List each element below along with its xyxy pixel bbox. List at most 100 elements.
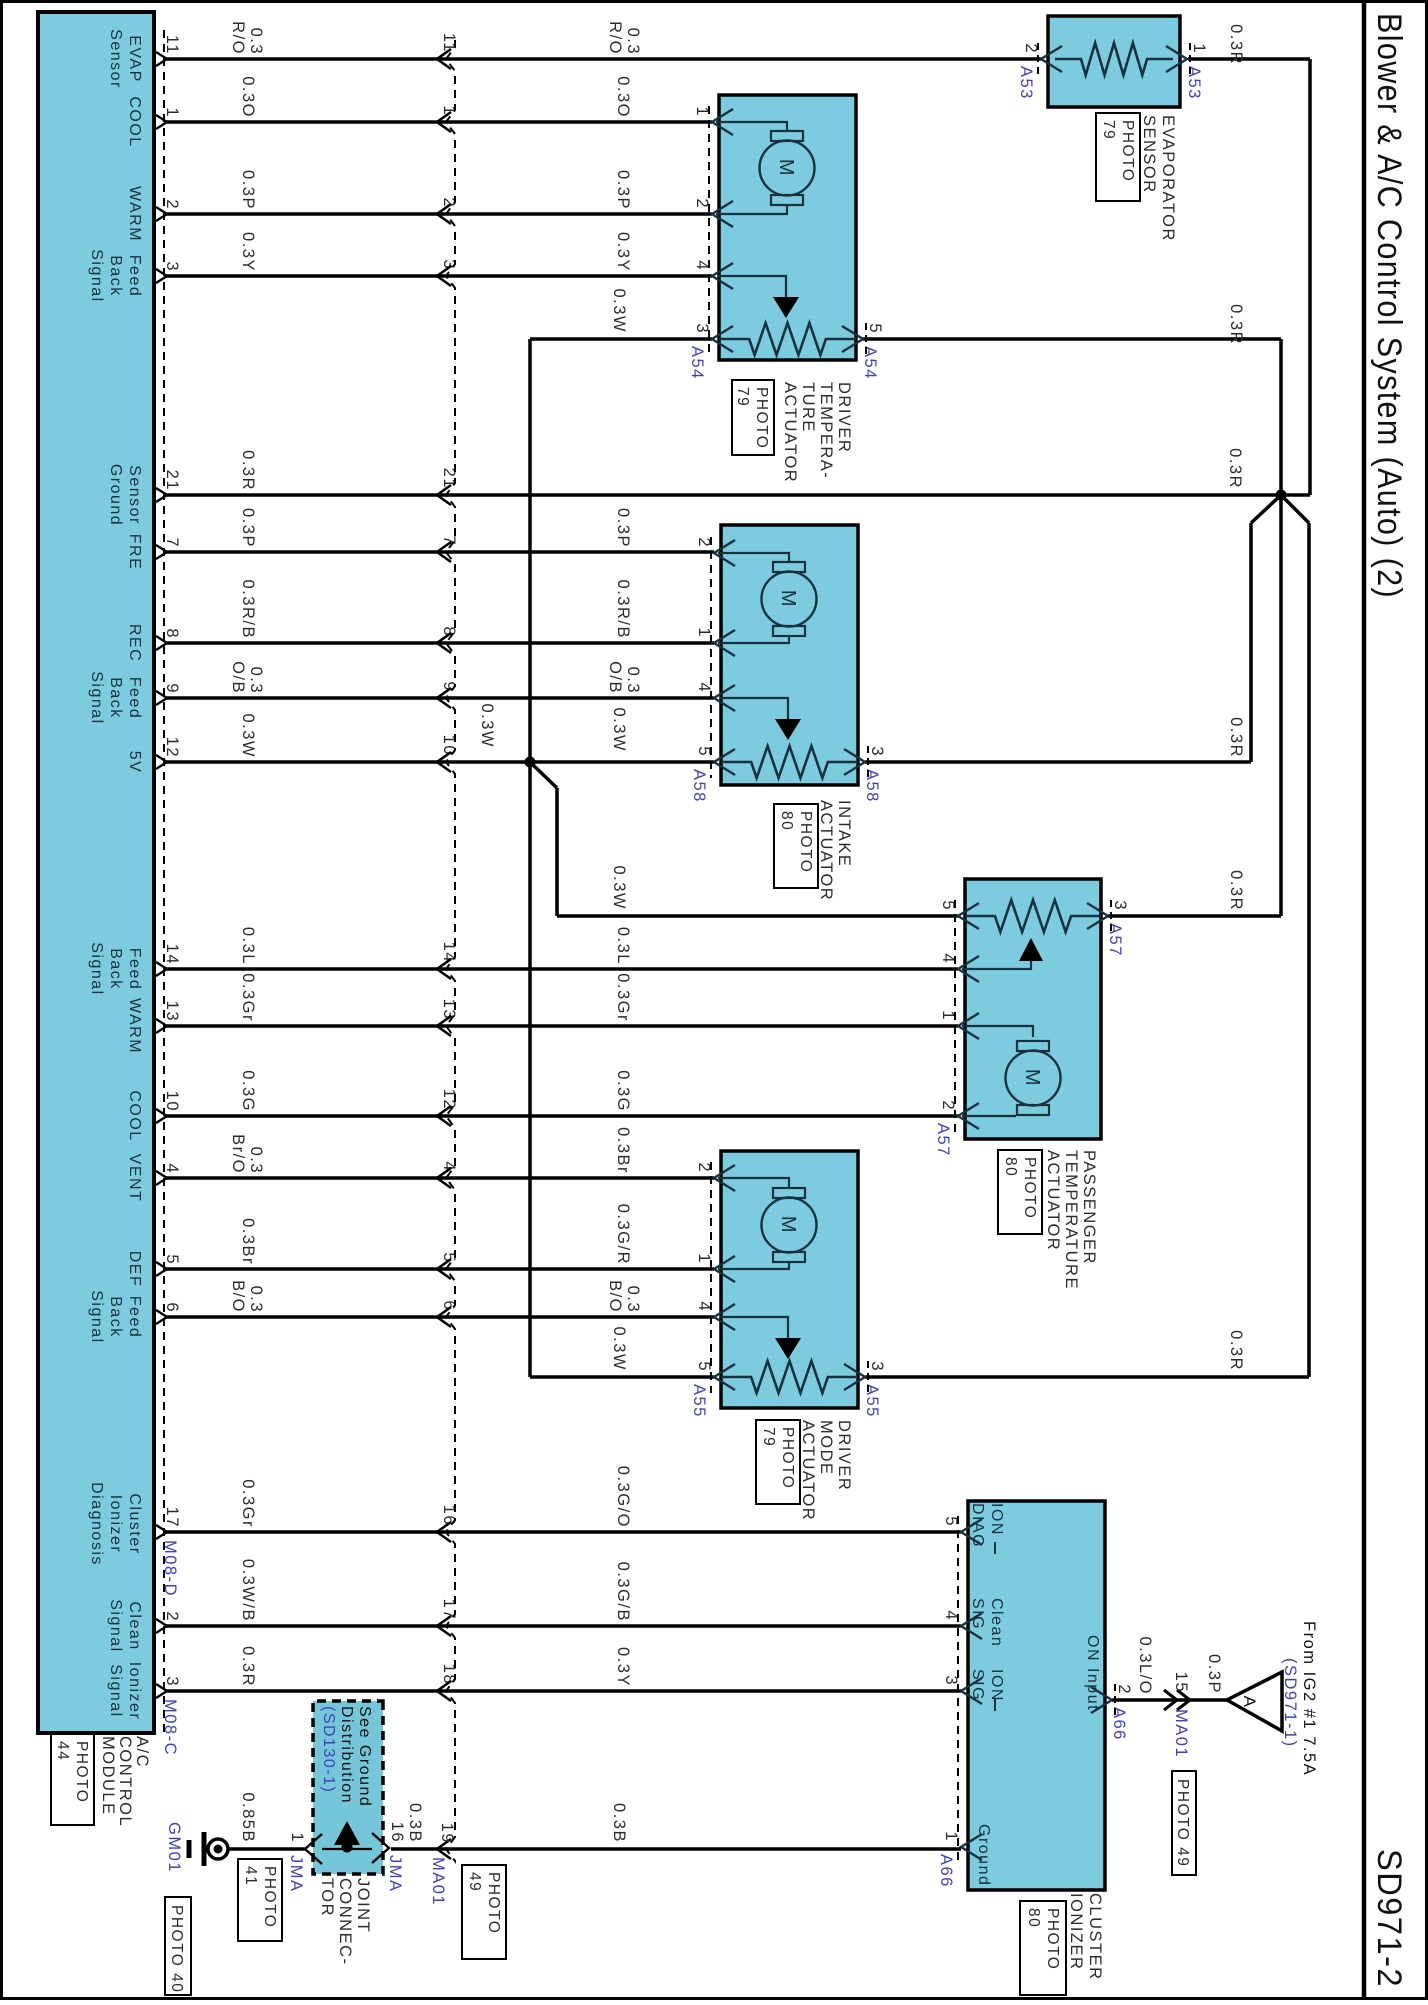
svg-text:4: 4 (440, 1161, 458, 1172)
svg-text:Signal: Signal (88, 1290, 105, 1343)
svg-text:ON Input: ON Input (1084, 1635, 1101, 1711)
svg-text:0.3: 0.3 (247, 1147, 265, 1174)
svg-text:0.3W: 0.3W (610, 1326, 628, 1371)
svg-text:A53: A53 (1185, 66, 1203, 100)
svg-text:M08-C: M08-C (161, 1699, 179, 1756)
svg-text:WARM: WARM (126, 998, 143, 1054)
svg-text:79: 79 (1100, 120, 1117, 140)
svg-text:7: 7 (440, 535, 458, 546)
svg-text:PHOTO 49: PHOTO 49 (1174, 1779, 1191, 1867)
svg-text:1: 1 (1190, 43, 1208, 54)
svg-text:6: 6 (163, 1302, 181, 1313)
svg-text:0.3L: 0.3L (614, 927, 632, 965)
svg-text:0.3R/B: 0.3R/B (614, 580, 632, 639)
svg-text:DRIVER: DRIVER (835, 382, 853, 453)
svg-text:SIG: SIG (969, 1598, 986, 1630)
svg-text:0.3Y: 0.3Y (614, 232, 632, 272)
svg-text:11: 11 (440, 33, 458, 53)
svg-text:MODULE: MODULE (99, 1736, 117, 1816)
svg-text:4: 4 (695, 682, 713, 693)
svg-text:9: 9 (440, 681, 458, 692)
svg-text:80: 80 (778, 811, 795, 831)
svg-text:O/B: O/B (229, 661, 247, 694)
svg-text:1: 1 (440, 105, 458, 116)
svg-text:0.3W: 0.3W (610, 707, 628, 752)
svg-text:FRE: FRE (126, 534, 143, 571)
svg-text:Br/O: Br/O (229, 1134, 247, 1174)
svg-text:Back: Back (107, 1296, 124, 1338)
svg-text:16: 16 (388, 1822, 406, 1843)
svg-text:0.3: 0.3 (247, 667, 265, 694)
svg-text:MA01: MA01 (1172, 1709, 1190, 1758)
svg-text:79: 79 (760, 1427, 777, 1447)
svg-text:1: 1 (939, 1010, 957, 1021)
svg-text:0.3R: 0.3R (239, 1646, 257, 1687)
svg-text:0.3P: 0.3P (614, 508, 632, 548)
svg-text:INTAKE: INTAKE (835, 800, 853, 867)
svg-text:2: 2 (163, 199, 181, 210)
svg-text:A58: A58 (863, 769, 881, 803)
svg-text:1: 1 (163, 107, 181, 118)
svg-text:5: 5 (866, 323, 884, 334)
svg-text:4: 4 (163, 1163, 181, 1174)
svg-text:1: 1 (695, 1253, 713, 1264)
svg-text:PHOTO: PHOTO (261, 1866, 278, 1928)
svg-text:4: 4 (939, 953, 957, 964)
svg-text:80: 80 (1002, 1157, 1019, 1177)
svg-text:2: 2 (163, 1611, 181, 1622)
svg-text:0.3R: 0.3R (239, 450, 257, 491)
svg-text:15: 15 (1172, 1672, 1190, 1693)
svg-text:VENT: VENT (126, 1154, 143, 1203)
svg-text:12: 12 (440, 1089, 458, 1110)
svg-text:Feed: Feed (126, 677, 143, 719)
svg-text:M: M (777, 590, 799, 608)
svg-text:0.3G: 0.3G (614, 1070, 632, 1112)
svg-text:A53: A53 (1017, 66, 1035, 100)
svg-text:Ground: Ground (975, 1824, 992, 1886)
svg-text:0.3: 0.3 (624, 667, 642, 694)
svg-text:DEF: DEF (126, 1251, 143, 1288)
svg-text:2: 2 (693, 198, 711, 209)
svg-text:A: A (1240, 1696, 1259, 1709)
svg-text:WARM: WARM (126, 186, 143, 242)
svg-text:8: 8 (440, 626, 458, 637)
svg-text:0.3R: 0.3R (1227, 717, 1245, 758)
svg-text:M: M (1021, 1069, 1043, 1087)
svg-text:REC: REC (126, 624, 143, 662)
svg-text:PHOTO: PHOTO (797, 811, 814, 873)
svg-text:Feed: Feed (126, 255, 143, 297)
svg-text:A55: A55 (863, 1384, 881, 1418)
svg-text:PHOTO: PHOTO (1021, 1157, 1038, 1219)
svg-text:Sensor: Sensor (107, 29, 124, 89)
svg-text:0.3L/O: 0.3L/O (1136, 1636, 1154, 1695)
svg-text:5V: 5V (126, 751, 143, 774)
svg-text:ION: ION (988, 1669, 1005, 1702)
svg-text:0.3W: 0.3W (239, 713, 257, 758)
svg-text:M08-D: M08-D (161, 1540, 179, 1597)
svg-text:(SD971-1): (SD971-1) (1281, 1658, 1299, 1748)
svg-text:1: 1 (695, 627, 713, 638)
svg-text:0.3R: 0.3R (1226, 448, 1244, 489)
svg-text:13: 13 (163, 1001, 181, 1022)
svg-text:Signal: Signal (88, 249, 105, 302)
svg-text:0.3G/R: 0.3G/R (614, 1204, 632, 1265)
svg-text:0.3O: 0.3O (614, 76, 632, 118)
svg-text:3: 3 (693, 323, 711, 334)
svg-text:0.3B: 0.3B (406, 1803, 424, 1843)
svg-text:44: 44 (54, 1741, 71, 1761)
svg-text:Back: Back (107, 255, 124, 297)
svg-text:0.3Gr: 0.3Gr (239, 973, 257, 1022)
svg-text:PHOTO: PHOTO (1119, 120, 1136, 182)
svg-text:0.3P: 0.3P (1205, 1654, 1223, 1694)
svg-text:Feed: Feed (126, 948, 143, 990)
svg-text:0.3W: 0.3W (610, 865, 628, 910)
svg-text:19: 19 (438, 1823, 456, 1844)
svg-text:0.3R/B: 0.3R/B (239, 580, 257, 639)
svg-text:0.3P: 0.3P (614, 170, 632, 210)
svg-text:R/O: R/O (606, 21, 624, 55)
svg-text:3: 3 (163, 1676, 181, 1687)
svg-text:0.3Br: 0.3Br (239, 1218, 257, 1265)
svg-text:0.3W/B: 0.3W/B (239, 1559, 257, 1622)
svg-text:79: 79 (734, 387, 751, 407)
svg-text:CONNEC-: CONNEC- (336, 1878, 354, 1966)
